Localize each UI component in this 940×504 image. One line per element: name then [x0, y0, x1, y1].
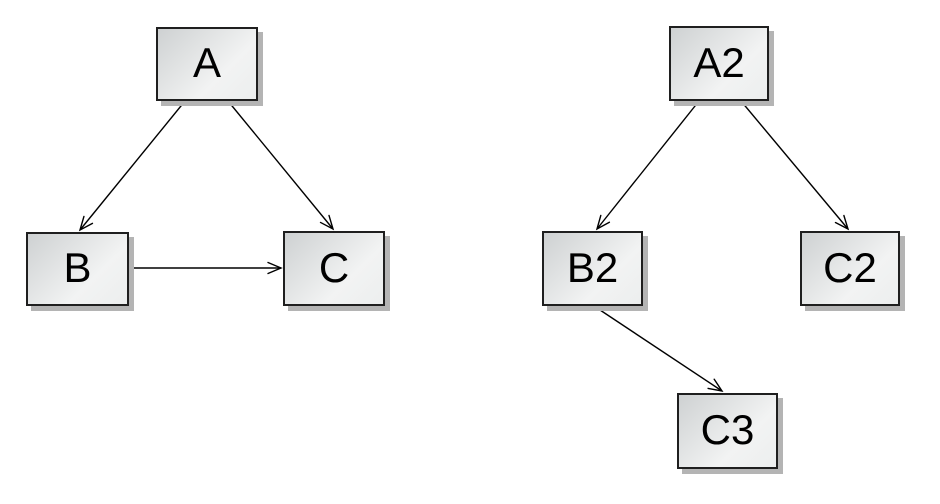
edge-B2-C3[interactable] [593, 305, 724, 392]
node-A2[interactable]: A2 [669, 26, 769, 101]
node-label: C3 [700, 406, 755, 453]
node-C3[interactable]: C3 [677, 393, 778, 469]
node-label: A [192, 39, 221, 86]
node-label: B2 [566, 243, 619, 291]
node-C[interactable]: C [283, 231, 385, 306]
node-label: B [63, 244, 92, 291]
node-A[interactable]: A [156, 27, 258, 101]
node-label: C [318, 243, 350, 291]
node-label: C2 [823, 243, 877, 291]
edges-group [78, 100, 850, 392]
edge-A2-C2[interactable] [740, 100, 850, 231]
node-B[interactable]: B [26, 232, 129, 306]
node-B2[interactable]: B2 [542, 231, 643, 306]
node-label: A2 [693, 38, 745, 86]
edge-A-C[interactable] [227, 100, 335, 231]
node-C2[interactable]: C2 [800, 231, 900, 306]
edge-A-B[interactable] [78, 100, 186, 232]
edge-A2-B2[interactable] [595, 100, 700, 231]
